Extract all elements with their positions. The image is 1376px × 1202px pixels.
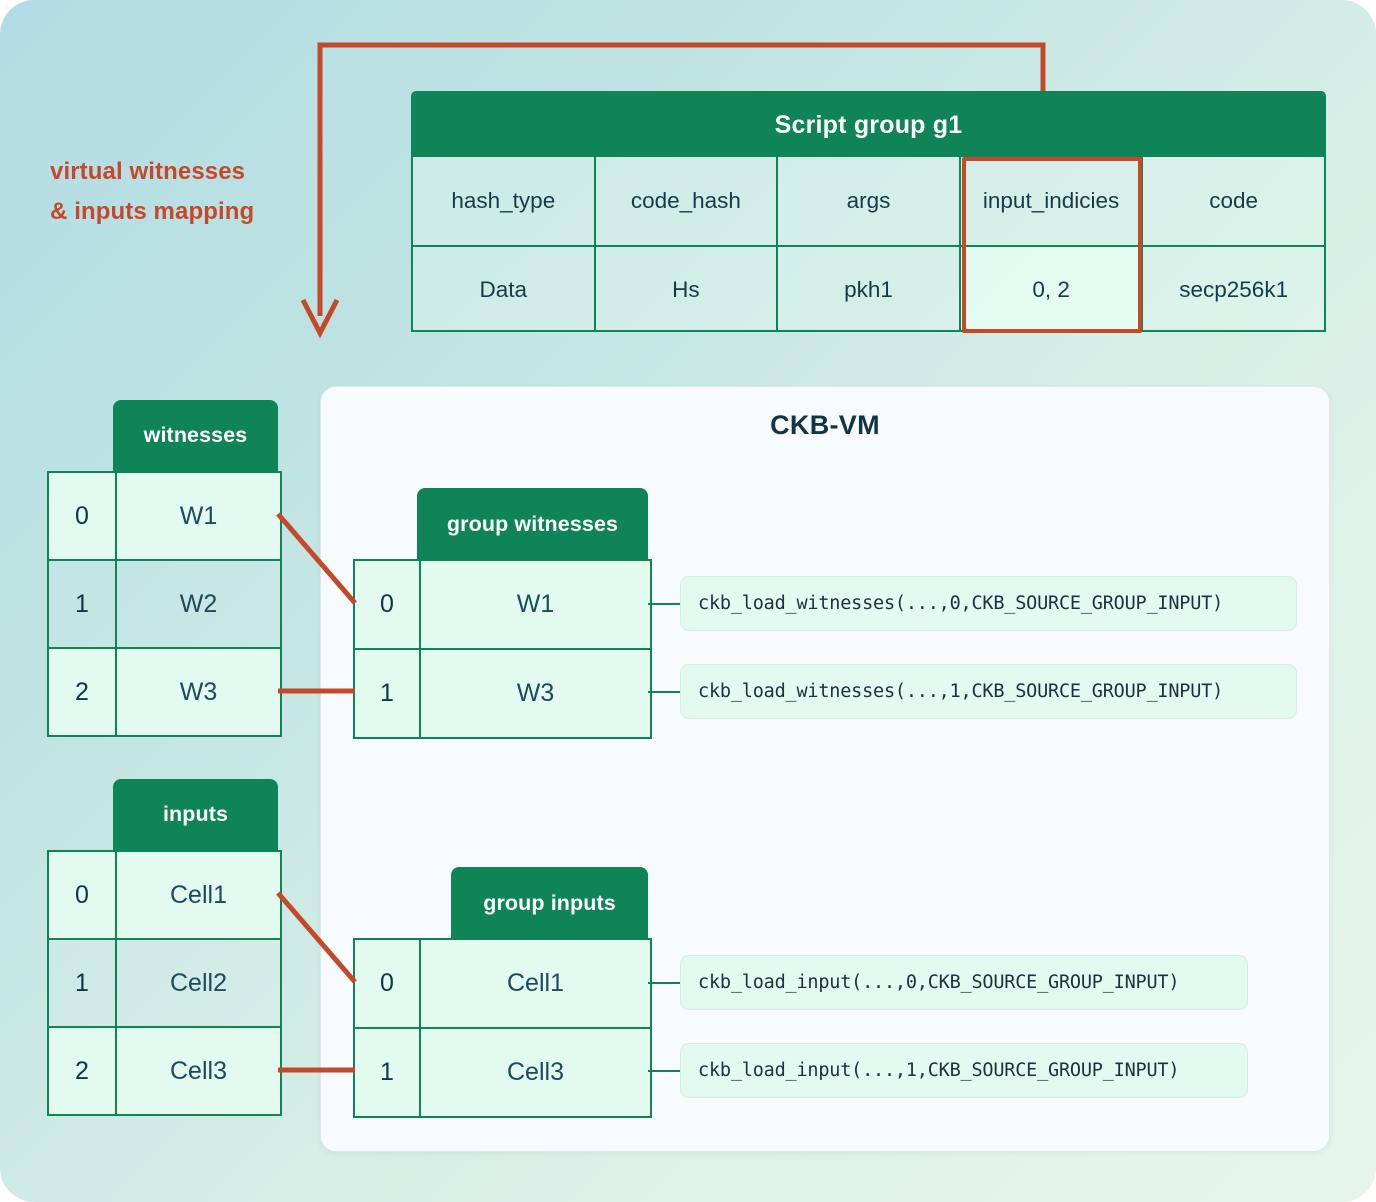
row-value: Cell3 bbox=[421, 1029, 650, 1116]
row-value: Cell2 bbox=[117, 940, 280, 1026]
table-row[interactable]: 0 W1 bbox=[49, 473, 280, 561]
row-value: Cell3 bbox=[117, 1028, 280, 1114]
row-value: W2 bbox=[117, 561, 280, 647]
table-row[interactable]: 0 Cell1 bbox=[355, 940, 650, 1029]
value-args: pkh1 bbox=[778, 247, 961, 330]
row-index: 0 bbox=[49, 473, 117, 559]
table-row[interactable]: 1 W2 bbox=[49, 561, 280, 649]
code-chip-load-witness-0: ckb_load_witnesses(...,0,CKB_SOURCE_GROU… bbox=[680, 576, 1297, 631]
table-row[interactable]: 2 Cell3 bbox=[49, 1028, 280, 1114]
witnesses-table-body: 0 W1 1 W2 2 W3 bbox=[47, 471, 282, 737]
column-code-hash: code_hash bbox=[595, 157, 779, 245]
leader-line-input-0 bbox=[648, 982, 680, 984]
row-index: 2 bbox=[49, 649, 117, 735]
table-row[interactable]: 2 W3 bbox=[49, 649, 280, 735]
row-value: W3 bbox=[421, 650, 650, 737]
column-input-indicies: input_indicies bbox=[960, 157, 1144, 245]
row-value: W1 bbox=[117, 473, 280, 559]
script-group-title: Script group g1 bbox=[413, 93, 1324, 157]
row-index: 0 bbox=[49, 852, 117, 938]
witnesses-table: witnesses bbox=[113, 400, 344, 471]
group-witnesses-table: group witnesses bbox=[417, 488, 712, 560]
group-witnesses-table-header: group witnesses bbox=[417, 488, 648, 560]
row-index: 1 bbox=[49, 940, 117, 1026]
value-code: secp256k1 bbox=[1143, 247, 1324, 330]
column-code: code bbox=[1143, 157, 1324, 245]
row-index: 2 bbox=[49, 1028, 117, 1114]
row-index: 0 bbox=[355, 940, 421, 1027]
column-hash-type: hash_type bbox=[413, 157, 596, 245]
script-group-table: Script group g1 hash_type code_hash args… bbox=[411, 91, 1326, 332]
row-index: 1 bbox=[49, 561, 117, 647]
leader-line-witness-0 bbox=[648, 603, 680, 605]
code-chip-load-input-0: ckb_load_input(...,0,CKB_SOURCE_GROUP_IN… bbox=[680, 955, 1248, 1010]
annotation-label: virtual witnesses & inputs mapping bbox=[50, 152, 340, 232]
row-index: 1 bbox=[355, 1029, 421, 1116]
inputs-table-body: 0 Cell1 1 Cell2 2 Cell3 bbox=[47, 850, 282, 1116]
code-chip-load-witness-1: ckb_load_witnesses(...,1,CKB_SOURCE_GROU… bbox=[680, 664, 1297, 719]
row-value: W3 bbox=[117, 649, 280, 735]
value-input-indicies: 0, 2 bbox=[960, 247, 1144, 330]
table-row[interactable]: 1 W3 bbox=[355, 650, 650, 737]
script-group-header-row: hash_type code_hash args input_indicies … bbox=[413, 157, 1324, 247]
group-witnesses-table-body: 0 W1 1 W3 bbox=[353, 559, 652, 739]
annotation-line-1: virtual witnesses bbox=[50, 158, 246, 185]
row-index: 1 bbox=[355, 650, 421, 737]
annotation-line-2: & inputs mapping bbox=[50, 198, 255, 225]
leader-line-witness-1 bbox=[648, 691, 680, 693]
witnesses-table-header: witnesses bbox=[113, 400, 278, 471]
script-group-value-row: Data Hs pkh1 0, 2 secp256k1 bbox=[413, 247, 1324, 330]
table-row[interactable]: 1 Cell3 bbox=[355, 1029, 650, 1116]
group-inputs-table-header: group inputs bbox=[451, 867, 648, 939]
leader-line-input-1 bbox=[648, 1070, 680, 1072]
row-value: W1 bbox=[421, 561, 650, 648]
column-args: args bbox=[778, 157, 961, 245]
row-value: Cell1 bbox=[421, 940, 650, 1027]
group-inputs-table: group inputs bbox=[451, 867, 746, 939]
ckb-vm-title: CKB-VM bbox=[770, 410, 880, 440]
row-index: 0 bbox=[355, 561, 421, 648]
table-row[interactable]: 0 W1 bbox=[355, 561, 650, 650]
table-row[interactable]: 0 Cell1 bbox=[49, 852, 280, 940]
inputs-table: inputs bbox=[113, 779, 344, 850]
row-value: Cell1 bbox=[117, 852, 280, 938]
table-row[interactable]: 1 Cell2 bbox=[49, 940, 280, 1028]
inputs-table-header: inputs bbox=[113, 779, 278, 850]
group-inputs-table-body: 0 Cell1 1 Cell3 bbox=[353, 938, 652, 1118]
code-chip-load-input-1: ckb_load_input(...,1,CKB_SOURCE_GROUP_IN… bbox=[680, 1043, 1248, 1098]
value-hash-type: Data bbox=[413, 247, 596, 330]
value-code-hash: Hs bbox=[595, 247, 779, 330]
